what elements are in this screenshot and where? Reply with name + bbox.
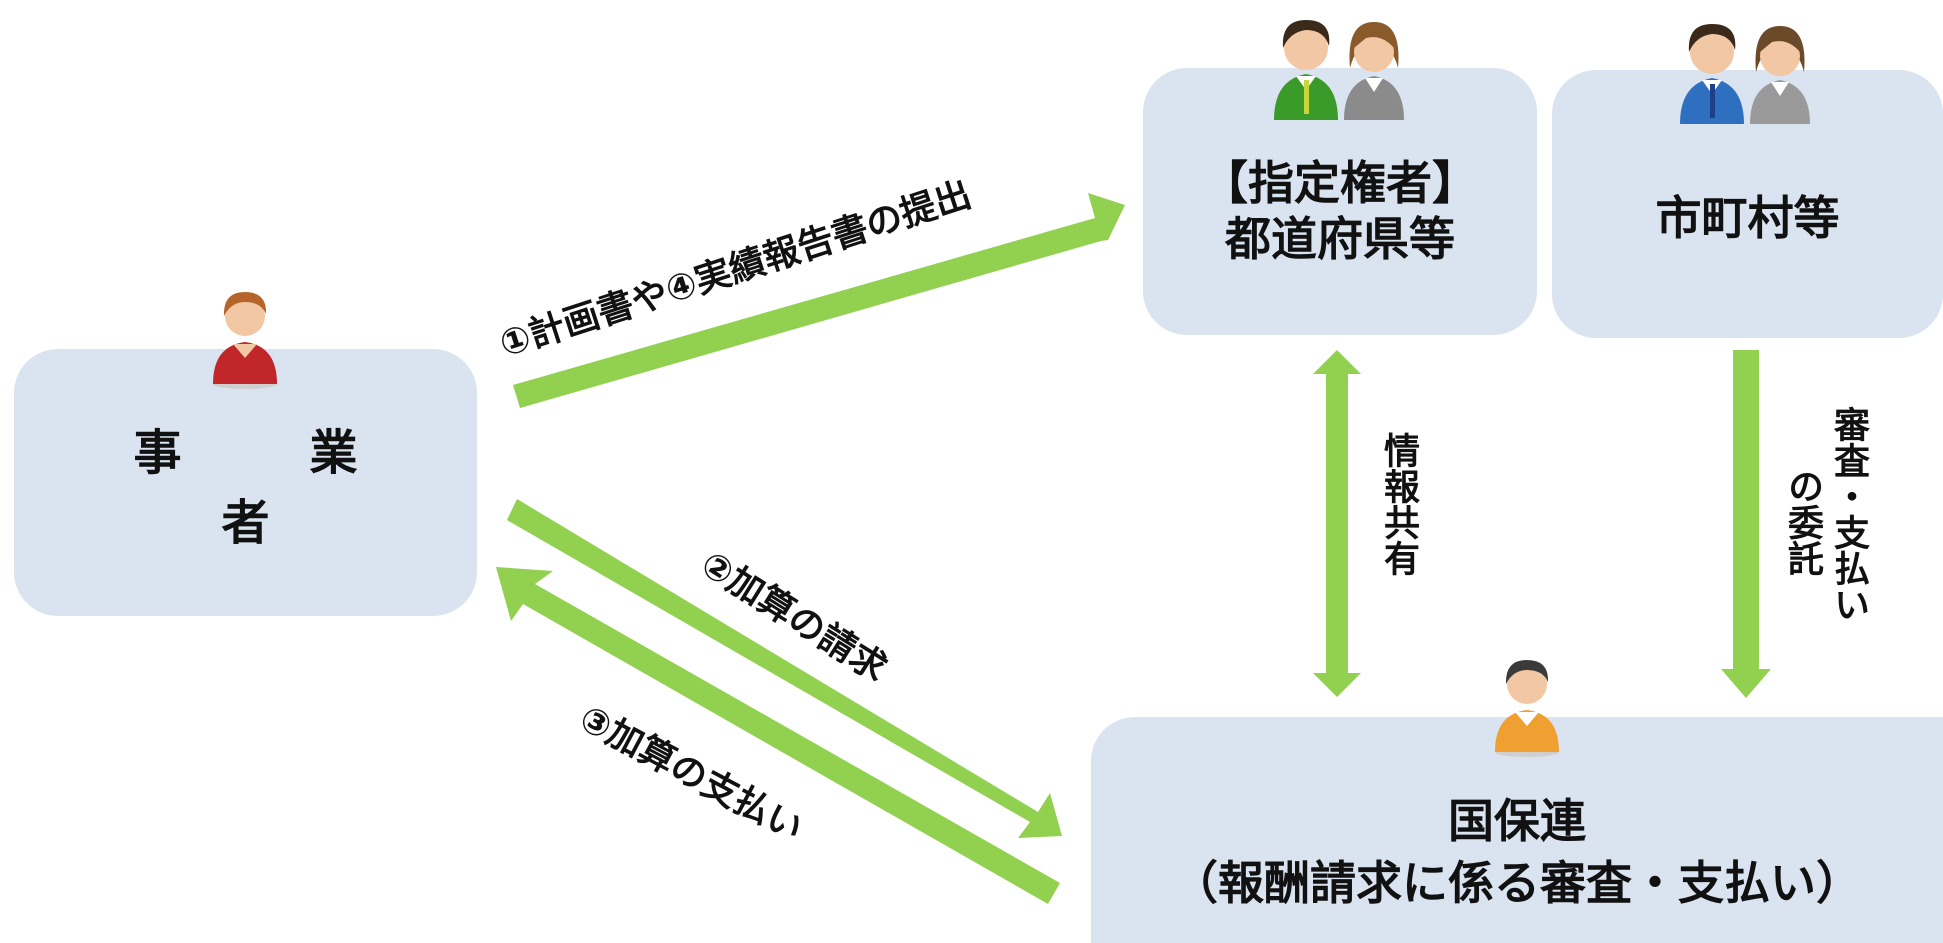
- prefecture-label-2: 都道府県等: [1225, 211, 1455, 266]
- submit-arrow: [513, 193, 1125, 408]
- info-share-arrow: [1313, 350, 1361, 697]
- prefecture-box: 【指定権者】 都道府県等: [1143, 68, 1537, 335]
- municipality-label: 市町村等: [1655, 191, 1840, 245]
- delegation-label-2: の委託: [1782, 468, 1823, 576]
- kokuhoren-person-icon: [1495, 660, 1559, 757]
- claim-arrow: [507, 499, 1062, 838]
- operator-box: 事 業 者: [14, 349, 477, 616]
- prefecture-label-1: 【指定権者】: [1202, 155, 1478, 210]
- payment-arrow: [496, 567, 1060, 904]
- delegation-arrow: [1721, 350, 1771, 698]
- delegation-label-1: 審査・支払い: [1828, 406, 1869, 622]
- operator-label: 事 業 者: [133, 424, 486, 551]
- prefecture-staff-icon: [1274, 20, 1404, 120]
- kokuhoren-label-1: 国保連: [1448, 794, 1586, 848]
- kokuhoren-label-2: （報酬請求に係る審査・支払い）: [1172, 856, 1862, 910]
- municipality-box: 市町村等: [1552, 70, 1943, 338]
- municipality-staff-icon: [1680, 24, 1810, 124]
- info-share-label: 情報共有: [1378, 432, 1419, 576]
- operator-person-icon: [213, 292, 277, 389]
